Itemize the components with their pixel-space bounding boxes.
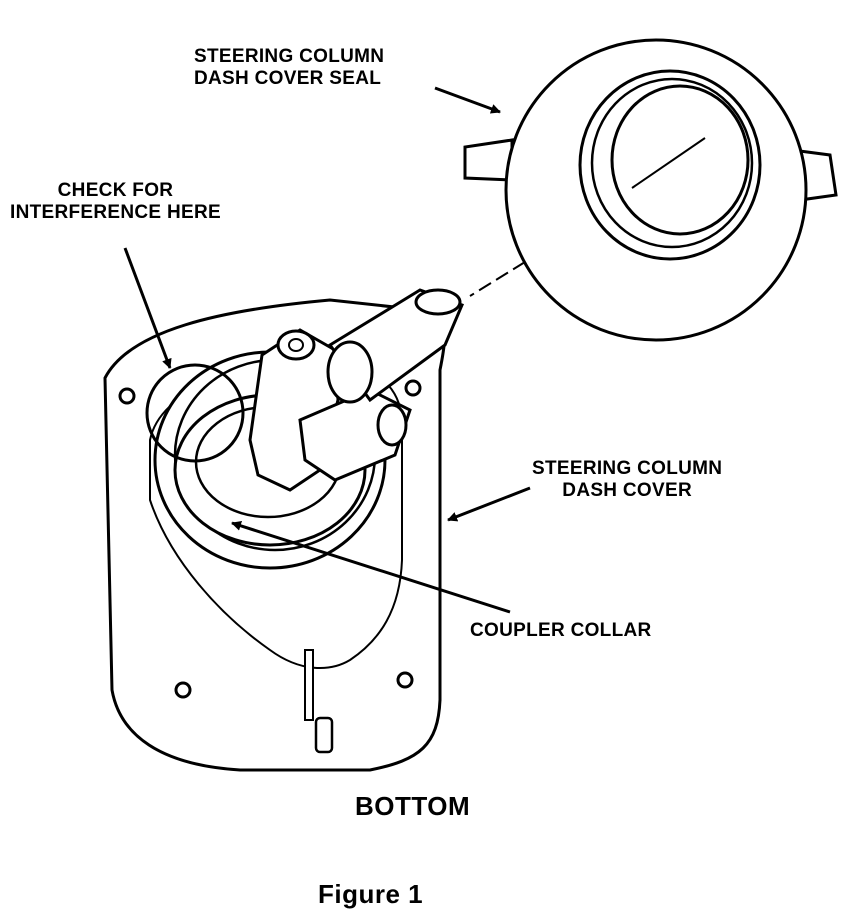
mount-hole-4 (396, 671, 414, 689)
cover-label-line2: DASH COVER (562, 479, 692, 501)
view-orientation-label: BOTTOM (355, 791, 471, 821)
coupler-collar-label: COUPLER COLLAR (470, 620, 652, 641)
steering-column-dash-cover-label: STEERING COLUMN DASH COVER (532, 458, 722, 502)
check-for-interference-label: CHECK FOR INTERFERENCE HERE (10, 180, 221, 224)
shaft-tube-collar (326, 340, 374, 404)
release-rod (304, 649, 314, 721)
seal-label-line1: STEERING COLUMN (194, 46, 385, 67)
u-joint-bolt-hole (288, 338, 304, 352)
leader-arrows (123, 86, 531, 614)
steering-column-dash-cover-seal-label: STEERING COLUMN DASH COVER SEAL (194, 46, 384, 90)
release-rod-end (314, 716, 334, 754)
seal-opening (610, 84, 750, 236)
arrow-seal (434, 86, 501, 114)
steering-shaft (248, 288, 465, 492)
arrow-check (123, 247, 172, 369)
seal-left-tab (463, 138, 514, 182)
lower-shaft-end (376, 403, 408, 447)
mount-hole-1 (118, 387, 136, 405)
arrow-coupler (231, 520, 511, 614)
arrow-cover (447, 486, 531, 522)
mount-hole-2 (404, 379, 422, 397)
interference-circle (145, 363, 245, 463)
seal-label-line2: DASH COVER SEAL (194, 67, 382, 89)
shaft-tube-tip (414, 288, 462, 316)
seal-center-line (631, 137, 706, 189)
alignment-line (469, 261, 526, 297)
dash-cover-seal (463, 38, 838, 342)
mount-hole-3 (174, 681, 192, 699)
check-label-line2: INTERFERENCE HERE (10, 201, 221, 223)
check-label-line1: CHECK FOR (57, 180, 174, 201)
figure-caption: Figure 1 (318, 879, 424, 909)
cover-label-line1: STEERING COLUMN (532, 458, 723, 479)
